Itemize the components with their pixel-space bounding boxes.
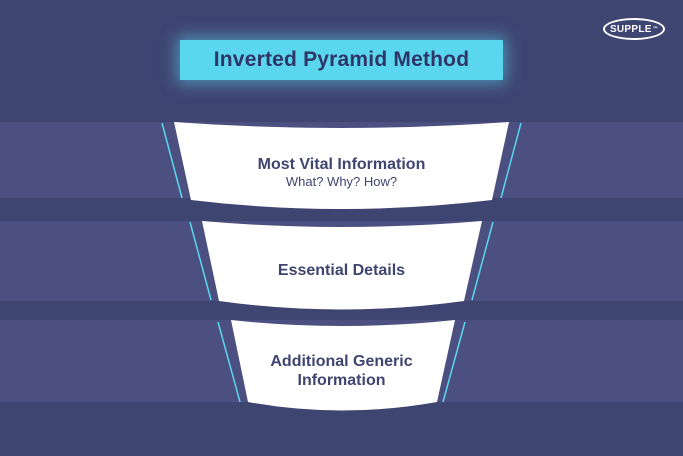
logo-text: SUPPLE	[609, 23, 652, 35]
tier-1-title: Most Vital Information	[257, 156, 426, 173]
tier-3-title-line-2: Information	[297, 372, 386, 389]
tier-1-left-accent-line	[161, 122, 183, 199]
tier-2-title: Essential Details	[277, 262, 406, 279]
tier-1-shape	[174, 122, 509, 209]
tier-3-shape	[231, 320, 455, 411]
tier-2-shape	[202, 221, 482, 310]
tier-1-subtitle: What? Why? How?	[285, 174, 398, 189]
tier-2-right-accent-line	[471, 221, 494, 301]
tier-1-text: Most Vital Information What? Why? How?	[0, 155, 683, 189]
tier-2-text: Essential Details	[0, 261, 683, 280]
logo-trademark: ™	[652, 26, 659, 32]
tier-3-right-accent-line	[442, 321, 466, 403]
tier-3-left-accent-line	[217, 321, 241, 403]
tier-2-left-accent-line	[189, 221, 212, 301]
tier-3-title-line-1: Additional Generic	[270, 353, 413, 370]
title-banner: Inverted Pyramid Method	[180, 40, 503, 80]
page-title: Inverted Pyramid Method	[213, 48, 470, 71]
tier-1-right-accent-line	[500, 122, 522, 199]
tier-3-text: Additional Generic Information	[0, 352, 683, 390]
